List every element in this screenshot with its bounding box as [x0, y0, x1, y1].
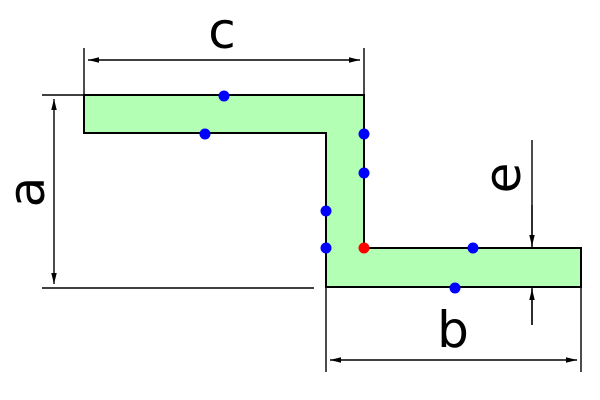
point-web-right-lower — [358, 167, 370, 179]
point-top-flange-outer — [218, 90, 230, 102]
point-web-left-lower — [320, 242, 332, 254]
points — [199, 90, 479, 294]
label-c: c — [208, 2, 236, 60]
label-b: b — [437, 301, 469, 359]
point-web-left-upper — [320, 205, 332, 217]
dimension-arrows — [51, 57, 577, 363]
point-top-flange-inner — [199, 128, 211, 140]
point-bottom-flange-inner — [467, 242, 479, 254]
label-a: a — [0, 177, 56, 208]
label-e: e — [474, 163, 532, 194]
point-bottom-flange-outer — [449, 282, 461, 294]
point-web-right-upper — [358, 128, 370, 140]
origin-point — [358, 242, 370, 254]
